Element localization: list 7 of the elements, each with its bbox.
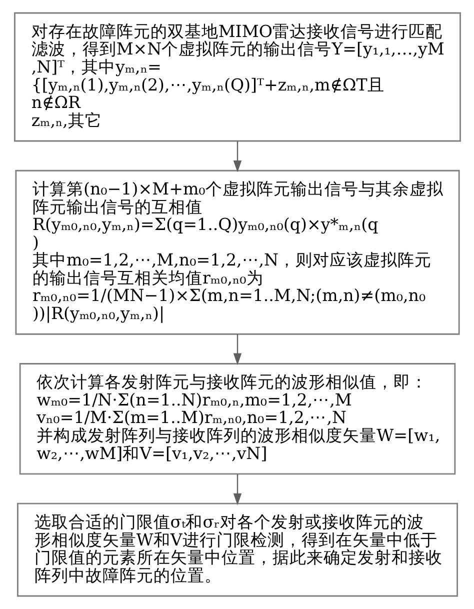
node-box: 计算第(n₀−1)×M+m₀个虚拟阵元输出信号与其余虚拟阵元输出信号的互相值 R(yₘ₀,ₙ₀,yₘ,ₙ)=Σ(q=1..Q)yₘ₀,ₙ₀(q)×y*ₘ,ₙ(q) 其中m₀=1,2,⋯,M,n₀=1,2,⋯,N，则对应该虚拟阵元的输出信号互相关均值rₘ₀,ₙ₀为 rₘ₀,ₙ₀=1/(MN−1)×Σ(m,n=1..M,N;(m,n)≠(m₀,n₀))|R(yₘ₀,ₙ₀,yₘ,ₙ)|: [14, 170, 460, 335]
arrow: [232, 141, 242, 172]
node-box: 选取合适的门限值σₜ和σᵣ对各个发射或接收阵元的波形相似度矢量W和V进行门限检测，得到在矢量中低于门限值的元素所在矢量中位置，据此来确定发射和接收阵列中故障阵元的位置。: [16, 502, 458, 597]
arrow: [232, 474, 242, 506]
node-box: 依次计算各发射阵元与接收阵元的波形相似值，即： wₘ₀=1/N·Σ(n=1..N)rₘ₀,ₙ,m₀=1,2,⋯,M vₙ₀=1/M·Σ(m=1..M)rₘ,ₙ₀,n₀=1,2,⋯,N 并构成发射阵列与接收阵列的波形相似度矢量W=[w₁,w₂,⋯,wM]和V=[v₁,v₂,⋯,vN]: [18, 363, 456, 475]
node-box: 对存在故障阵元的双基地MIMO雷达接收信号进行匹配滤波，得到M×N个虚拟阵元的输出信号Y=[y₁,₁,…,yM,N]ᵀ，其中yₘ,ₙ= {[yₘ,ₙ(1),yₘ,ₙ(2),⋯,yₘ,ₙ(Q)]ᵀ+zₘ,ₙ,m∉ΩT且n∉ΩR zₘ,ₙ,其它: [14, 12, 460, 142]
arrow: [232, 334, 242, 366]
